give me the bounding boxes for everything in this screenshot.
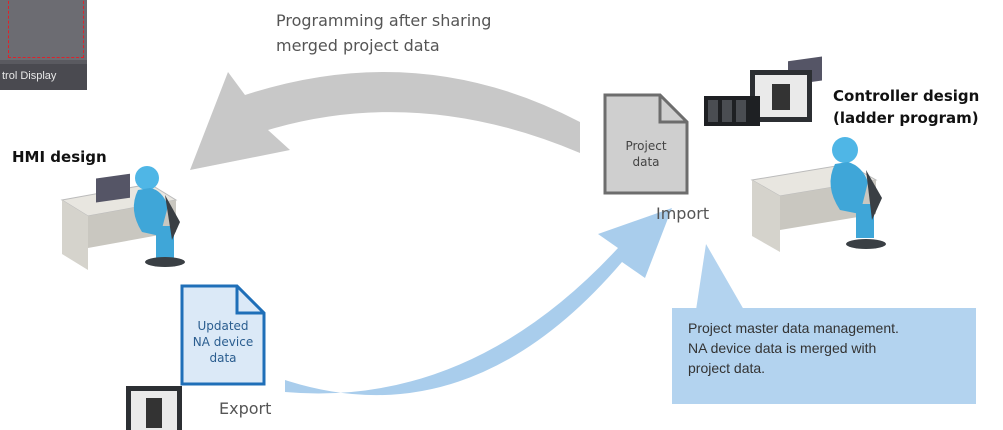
controller-workstation-illustration <box>750 56 886 252</box>
project-data-label: Project data <box>605 138 687 170</box>
updated-data-label-line-2: NA device <box>192 335 254 349</box>
callout-line-2: NA device data is merged with <box>688 340 877 356</box>
na-device-panel-icon <box>126 386 182 430</box>
project-data-label-line-2: data <box>632 155 660 169</box>
callout-pointer <box>696 244 744 310</box>
updated-data-label-line-1: Updated <box>197 319 249 333</box>
controller-title-line-2: (ladder program) <box>833 109 979 127</box>
callout-line-1: Project master data management. <box>688 320 899 336</box>
updated-data-document <box>180 284 266 386</box>
project-data-label-line-1: Project <box>625 139 667 153</box>
callout-box: Project master data management. NA devic… <box>672 308 976 404</box>
updated-data-label-line-3: data <box>209 351 237 365</box>
thumbnail-label: trol Display <box>2 70 57 82</box>
hmi-design-title: HMI design <box>12 148 107 166</box>
controller-title-line-1: Controller design <box>833 87 980 105</box>
updated-data-label: Updated NA device data <box>182 318 264 366</box>
callout-line-3: project data. <box>688 360 766 376</box>
selection-dashed-box <box>8 0 84 58</box>
controller-design-title: Controller design (ladder program) <box>833 85 979 129</box>
hmi-workstation-illustration <box>60 166 185 270</box>
sharing-caption: Programming after sharing merged project… <box>276 8 491 58</box>
sharing-caption-line-2: merged project data <box>276 36 440 55</box>
import-label: Import <box>656 204 710 223</box>
sharing-caption-line-1: Programming after sharing <box>276 11 492 30</box>
controller-hardware-icon <box>704 70 812 126</box>
export-label: Export <box>219 399 272 418</box>
project-data-document <box>603 93 689 195</box>
sharing-arrow <box>190 71 580 170</box>
export-import-arrow <box>285 208 672 396</box>
control-display-thumbnail: trol Display <box>0 0 87 90</box>
